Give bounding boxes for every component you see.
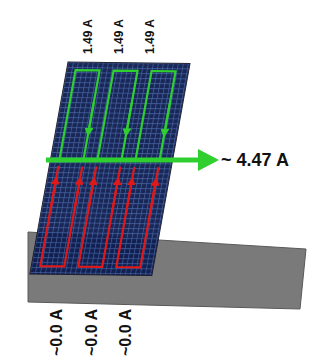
branch-current: ~0.0 A — [84, 309, 100, 356]
current-direction — [112, 181, 118, 213]
current-direction — [88, 181, 94, 213]
total-current-arrow — [46, 158, 200, 163]
arrow-head — [198, 149, 219, 171]
branch-current: ~0.0 A — [118, 309, 134, 356]
current-direction — [74, 180, 80, 212]
branch-current: ~0.0 A — [49, 309, 65, 356]
total-current: ~ 4.47 A — [221, 151, 289, 169]
branch-current: 1.49 A — [113, 19, 125, 54]
current-direction — [88, 102, 93, 132]
current-direction — [126, 103, 131, 133]
current-direction — [126, 181, 132, 213]
panel — [30, 62, 190, 275]
current-loop — [136, 71, 176, 159]
current-loop — [98, 71, 138, 159]
current-direction — [150, 181, 156, 213]
current-direction — [164, 103, 169, 133]
current-loop — [116, 167, 158, 267]
current-loop — [40, 166, 82, 266]
branch-current: 1.49 A — [82, 19, 94, 54]
current-direction — [50, 180, 56, 212]
current-loop — [60, 70, 100, 158]
branch-current: 1.49 A — [144, 19, 156, 54]
current-loop — [78, 167, 120, 267]
